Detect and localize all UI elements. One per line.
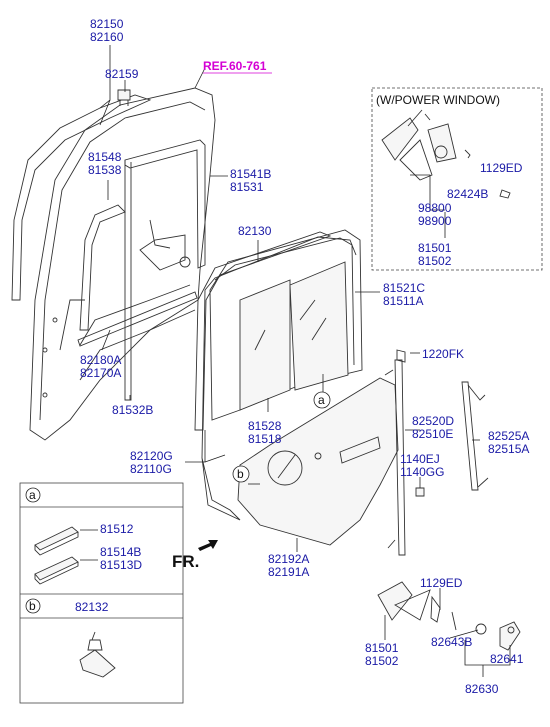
label-81532B: 81532B [112, 403, 153, 417]
label-82110G: 82110G [130, 462, 172, 476]
label-81528: 81528 [248, 419, 282, 433]
svg-text:b: b [237, 467, 244, 481]
belt-82180A [77, 291, 198, 347]
door-frame-illustration [29, 87, 216, 441]
legend-box: a b 81512 81514B 81513D 82132 [19, 482, 184, 704]
label-82643B: 82643B [431, 635, 472, 649]
rail-82520D [384, 359, 406, 556]
label-82424B: 82424B [447, 187, 488, 201]
label-82150: 82150 [90, 17, 124, 31]
front-arrow-icon [198, 540, 218, 551]
reference-label: REF.60-761 [203, 59, 267, 73]
label-81531: 81531 [230, 180, 264, 194]
label-1129ED-bot: 1129ED [420, 576, 463, 590]
label-82192A: 82192A [268, 552, 309, 566]
seal-81514B-illustration [34, 556, 79, 585]
callout-b: b [232, 465, 250, 483]
label-1140GG: 1140GG [400, 465, 444, 479]
label-82520D: 82520D [412, 414, 454, 428]
callout-a: a [313, 391, 331, 409]
svg-text:a: a [29, 488, 36, 502]
legend-callout-a: a [25, 487, 41, 503]
legend-82132: 82132 [75, 600, 109, 614]
label-81538: 81538 [88, 163, 122, 177]
front-direction-indicator: FR. [172, 540, 218, 571]
clip-82132-illustration [79, 631, 116, 678]
leader-lines [99, 45, 511, 677]
svg-text:FR.: FR. [172, 552, 199, 571]
label-98800: 98800 [418, 201, 452, 215]
label-81548: 81548 [88, 150, 122, 164]
label-82191A: 82191A [268, 565, 309, 579]
svg-text:b: b [29, 599, 36, 613]
legend-81514B: 81514B [100, 545, 141, 559]
power-regulator-illustration [381, 109, 511, 199]
label-82630: 82630 [465, 682, 499, 696]
manual-regulator-illustration [377, 581, 521, 651]
rail-82525A [461, 381, 489, 491]
label-1129ED-top: 1129ED [480, 161, 523, 175]
label-81502-bot: 81502 [365, 654, 399, 668]
label-82510E: 82510E [412, 427, 453, 441]
label-81541B: 81541B [230, 167, 271, 181]
label-1220FK: 1220FK [422, 347, 464, 361]
label-82641: 82641 [490, 652, 524, 666]
glass-run-81541B [124, 139, 206, 269]
power-window-box [371, 87, 543, 271]
label-81521C: 81521C [383, 281, 425, 295]
label-98900: 98900 [418, 214, 452, 228]
label-81502-top: 81502 [418, 254, 452, 268]
weatherstrip-82120G [201, 236, 357, 459]
door-trim-82192A [237, 377, 399, 546]
power-window-title: (W/POWER WINDOW) [376, 93, 500, 107]
label-82180A: 82180A [80, 353, 121, 367]
svg-text:a: a [318, 393, 325, 407]
weatherstrip-82150 [11, 94, 152, 301]
seal-81512-illustration [34, 526, 79, 556]
legend-callout-b: b [25, 598, 41, 614]
window-glass-assembly [194, 229, 363, 431]
label-82525A: 82525A [488, 429, 529, 443]
label-81501-bot: 81501 [365, 641, 399, 655]
label-82130: 82130 [238, 224, 272, 238]
clip-82159 [117, 89, 131, 106]
label-82159: 82159 [105, 67, 139, 81]
label-82160: 82160 [90, 30, 124, 44]
label-81518: 81518 [248, 432, 282, 446]
label-82170A: 82170A [80, 366, 121, 380]
label-82120G: 82120G [130, 449, 173, 463]
label-82515A: 82515A [488, 442, 529, 456]
part-labels: 82150 82160 82159 81548 81538 81541B 815… [80, 17, 529, 696]
label-81511A: 81511A [383, 294, 423, 308]
label-81501-top: 81501 [418, 241, 452, 255]
legend-81513D: 81513D [100, 558, 142, 572]
label-1140EJ: 1140EJ [400, 452, 440, 466]
legend-81512: 81512 [100, 522, 134, 536]
bolt-1220FK [396, 349, 406, 363]
channel-81532B [124, 160, 132, 401]
bolt-1140EJ [415, 487, 425, 497]
